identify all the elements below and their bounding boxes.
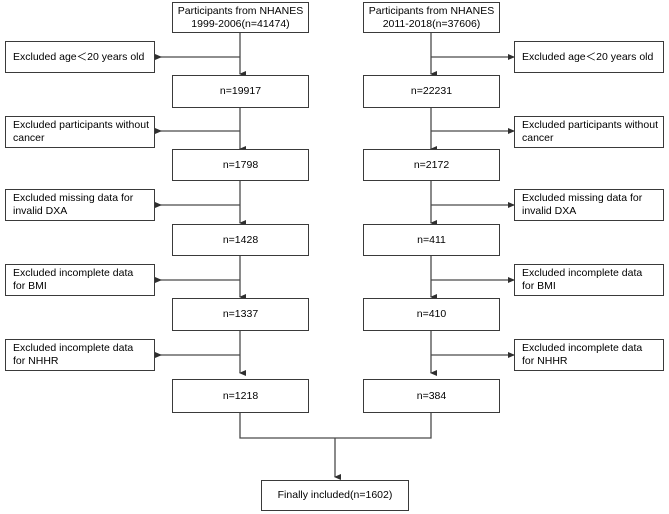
remaining-label-right-1: n=22231 [410,85,453,97]
remaining-box-left-2: n=1798 [172,149,309,181]
remaining-label-right-5: n=384 [416,389,447,402]
exclusion-label-left-cancer: Excluded participants without cancer [13,119,149,144]
exclusion-label-right-cancer: Excluded participants without cancer [522,119,658,144]
exclusion-box-left-cancer: Excluded participants without cancer [5,116,155,148]
exclusion-label-left-bmi: Excluded incomplete data for BMI [13,267,134,292]
exclusion-box-left-age: Excluded age＜20 years old [5,41,155,73]
remaining-label-left-4: n=1337 [222,308,259,320]
exclusion-box-right-age: Excluded age＜20 years old [514,41,664,73]
exclusion-label-right-age: Excluded age＜20 years old [522,50,654,63]
remaining-box-left-4: n=1337 [172,298,309,331]
exclusion-box-right-dxa: Excluded missing data for invalid DXA [514,189,664,221]
remaining-box-right-1: n=22231 [363,75,500,108]
exclusion-label-left-nhhr: Excluded incomplete data for NHHR [13,342,134,367]
remaining-label-right-2: n=2172 [413,158,450,171]
remaining-label-right-4: n=410 [416,308,447,320]
remaining-label-left-3: n=1428 [222,233,259,246]
exclusion-box-right-bmi: Excluded incomplete data for BMI [514,264,664,296]
source-box-right: Participants from NHANES 2011-2018(n=376… [363,2,500,33]
exclusion-label-left-dxa: Excluded missing data for invalid DXA [13,192,134,217]
exclusion-box-right-cancer: Excluded participants without cancer [514,116,664,148]
final-included-label: Finally included(n=1602) [277,489,393,501]
remaining-box-left-5: n=1218 [172,379,309,413]
exclusion-label-left-age: Excluded age＜20 years old [13,50,145,63]
exclusion-label-right-bmi: Excluded incomplete data for BMI [522,267,643,292]
remaining-label-right-3: n=411 [417,233,446,246]
remaining-box-left-3: n=1428 [172,224,309,256]
remaining-box-left-1: n=19917 [172,75,309,108]
remaining-label-left-5: n=1218 [222,389,259,402]
source-label-right: Participants from NHANES 2011-2018(n=376… [368,4,495,30]
exclusion-label-right-nhhr: Excluded incomplete data for NHHR [522,342,643,367]
remaining-box-right-2: n=2172 [363,149,500,181]
final-included-box: Finally included(n=1602) [261,480,409,511]
remaining-label-left-2: n=1798 [222,158,259,171]
source-box-left: Participants from NHANES 1999-2006(n=414… [172,2,309,33]
exclusion-box-right-nhhr: Excluded incomplete data for NHHR [514,339,664,371]
source-label-left: Participants from NHANES 1999-2006(n=414… [177,4,304,30]
remaining-box-right-4: n=410 [363,298,500,331]
remaining-label-left-1: n=19917 [219,85,262,97]
exclusion-box-left-nhhr: Excluded incomplete data for NHHR [5,339,155,371]
exclusion-box-left-bmi: Excluded incomplete data for BMI [5,264,155,296]
exclusion-box-left-dxa: Excluded missing data for invalid DXA [5,189,155,221]
exclusion-label-right-dxa: Excluded missing data for invalid DXA [522,192,643,217]
remaining-box-right-5: n=384 [363,379,500,413]
remaining-box-right-3: n=411 [363,224,500,256]
